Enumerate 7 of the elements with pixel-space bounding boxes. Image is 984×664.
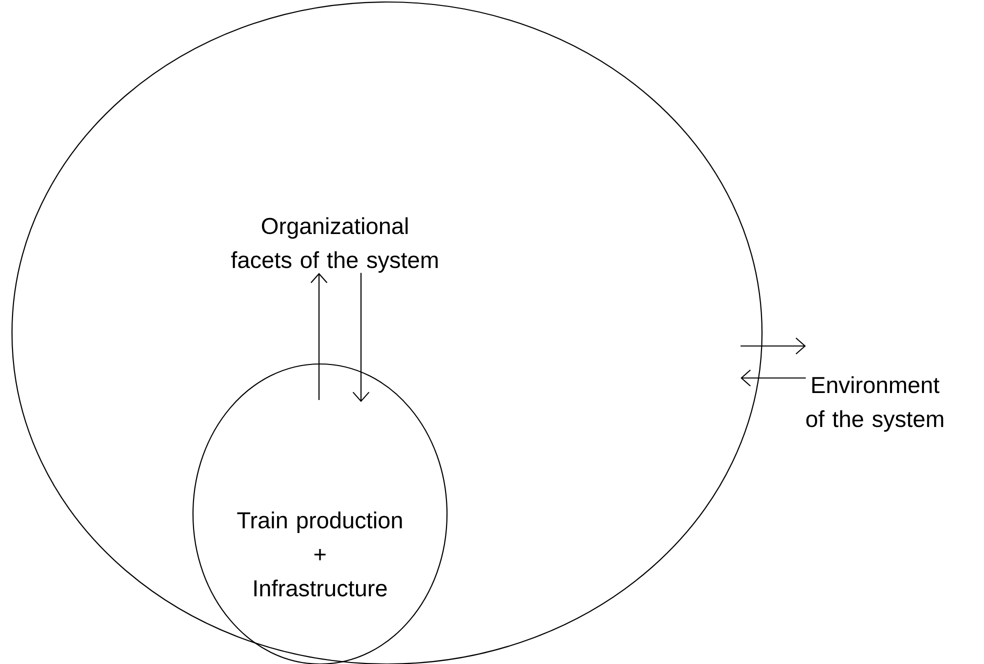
ellipse: [11, 1, 763, 664]
node-label: Environment of the system: [806, 376, 944, 432]
arrow: [740, 370, 806, 386]
arrow: [310, 272, 328, 400]
arrow: [352, 272, 370, 402]
arrow: [740, 338, 806, 354]
node-label: Organizational facets of the system: [231, 217, 438, 273]
